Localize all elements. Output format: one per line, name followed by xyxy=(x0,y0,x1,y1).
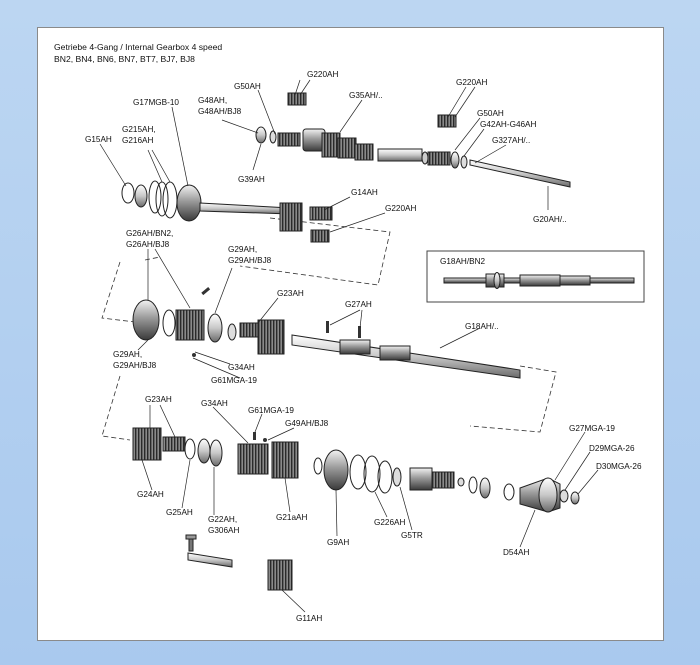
label-g50ah-b: G50AH xyxy=(477,109,504,118)
label-g25ah: G25AH xyxy=(166,508,193,517)
label-g220ah-a: G220AH xyxy=(307,70,338,79)
label-g61mga-a: G61MGA-19 xyxy=(211,376,257,385)
label-g26ah-bn2: G26AH/BN2, xyxy=(126,229,173,238)
label-g29ah-a: G29AH, xyxy=(228,245,257,254)
mainshaft-upper-assembly xyxy=(132,287,521,379)
label-g42ah: G42AH-G46AH xyxy=(480,120,537,129)
label-g21aah: G21aAH xyxy=(276,513,307,522)
label-g29ah-bj8-b: G29AH/BJ8 xyxy=(113,361,157,370)
layshaft-assembly xyxy=(255,92,571,188)
label-g226ah: G226AH xyxy=(374,518,405,527)
label-g50ah-a: G50AH xyxy=(234,82,261,91)
label-g35ah: G35AH/.. xyxy=(349,91,383,100)
label-g48ah-bj8: G48AH/BJ8 xyxy=(198,107,242,116)
label-g9ah: G9AH xyxy=(327,538,349,547)
label-d54ah: D54AH xyxy=(503,548,529,557)
leader-lines xyxy=(99,79,599,613)
inset-label: G18AH/BN2 xyxy=(440,257,485,266)
diagram-title: Getriebe 4-Gang / Internal Gearbox 4 spe… xyxy=(54,42,223,52)
label-g15ah: G15AH xyxy=(85,135,112,144)
inset-mainshaft xyxy=(443,272,635,289)
label-g48ah: G48AH, xyxy=(198,96,227,105)
reverse-idler-assembly xyxy=(185,534,293,591)
diagram-subtitle: BN2, BN4, BN6, BN7, BT7, BJ7, BJ8 xyxy=(54,54,195,64)
label-g14ah: G14AH xyxy=(351,188,378,197)
label-g26ah-bj8: G26AH/BJ8 xyxy=(126,240,170,249)
label-g27ah: G27AH xyxy=(345,300,372,309)
input-shaft-assembly xyxy=(121,180,333,243)
label-g24ah: G24AH xyxy=(137,490,164,499)
label-g49ah: G49AH/BJ8 xyxy=(285,419,329,428)
label-g23ah-b: G23AH xyxy=(145,395,172,404)
label-g18ah: G18AH/.. xyxy=(465,322,499,331)
label-g220ah-c: G220AH xyxy=(385,204,416,213)
label-g22ah: G22AH, xyxy=(208,515,237,524)
label-g17mgb: G17MGB-10 xyxy=(133,98,179,107)
label-g27mga: G27MGA-19 xyxy=(569,424,615,433)
label-g34ah-a: G34AH xyxy=(228,363,255,372)
label-g61mga-b: G61MGA-19 xyxy=(248,406,294,415)
label-g215ah: G215AH, xyxy=(122,125,156,134)
label-g23ah-a: G23AH xyxy=(277,289,304,298)
label-g11ah: G11AH xyxy=(296,614,322,623)
label-g5tr: G5TR xyxy=(401,531,423,540)
part-labels: G220AH G50AH G35AH/.. G220AH G48AH, G48A… xyxy=(85,70,642,623)
assembly-outlines xyxy=(101,217,557,441)
label-g220ah-b: G220AH xyxy=(456,78,487,87)
label-g34ah-b: G34AH xyxy=(201,399,228,408)
label-g306ah: G306AH xyxy=(208,526,239,535)
mainshaft-lower-assembly xyxy=(132,427,580,513)
label-g20ah: G20AH/.. xyxy=(533,215,567,224)
label-g29ah-b: G29AH, xyxy=(113,350,142,359)
label-g216ah: G216AH xyxy=(122,136,153,145)
label-d30mga: D30MGA-26 xyxy=(596,462,642,471)
label-g39ah: G39AH xyxy=(238,175,265,184)
label-g327ah: G327AH/.. xyxy=(492,136,530,145)
label-d29mga: D29MGA-26 xyxy=(589,444,635,453)
label-g29ah-bj8-a: G29AH/BJ8 xyxy=(228,256,272,265)
